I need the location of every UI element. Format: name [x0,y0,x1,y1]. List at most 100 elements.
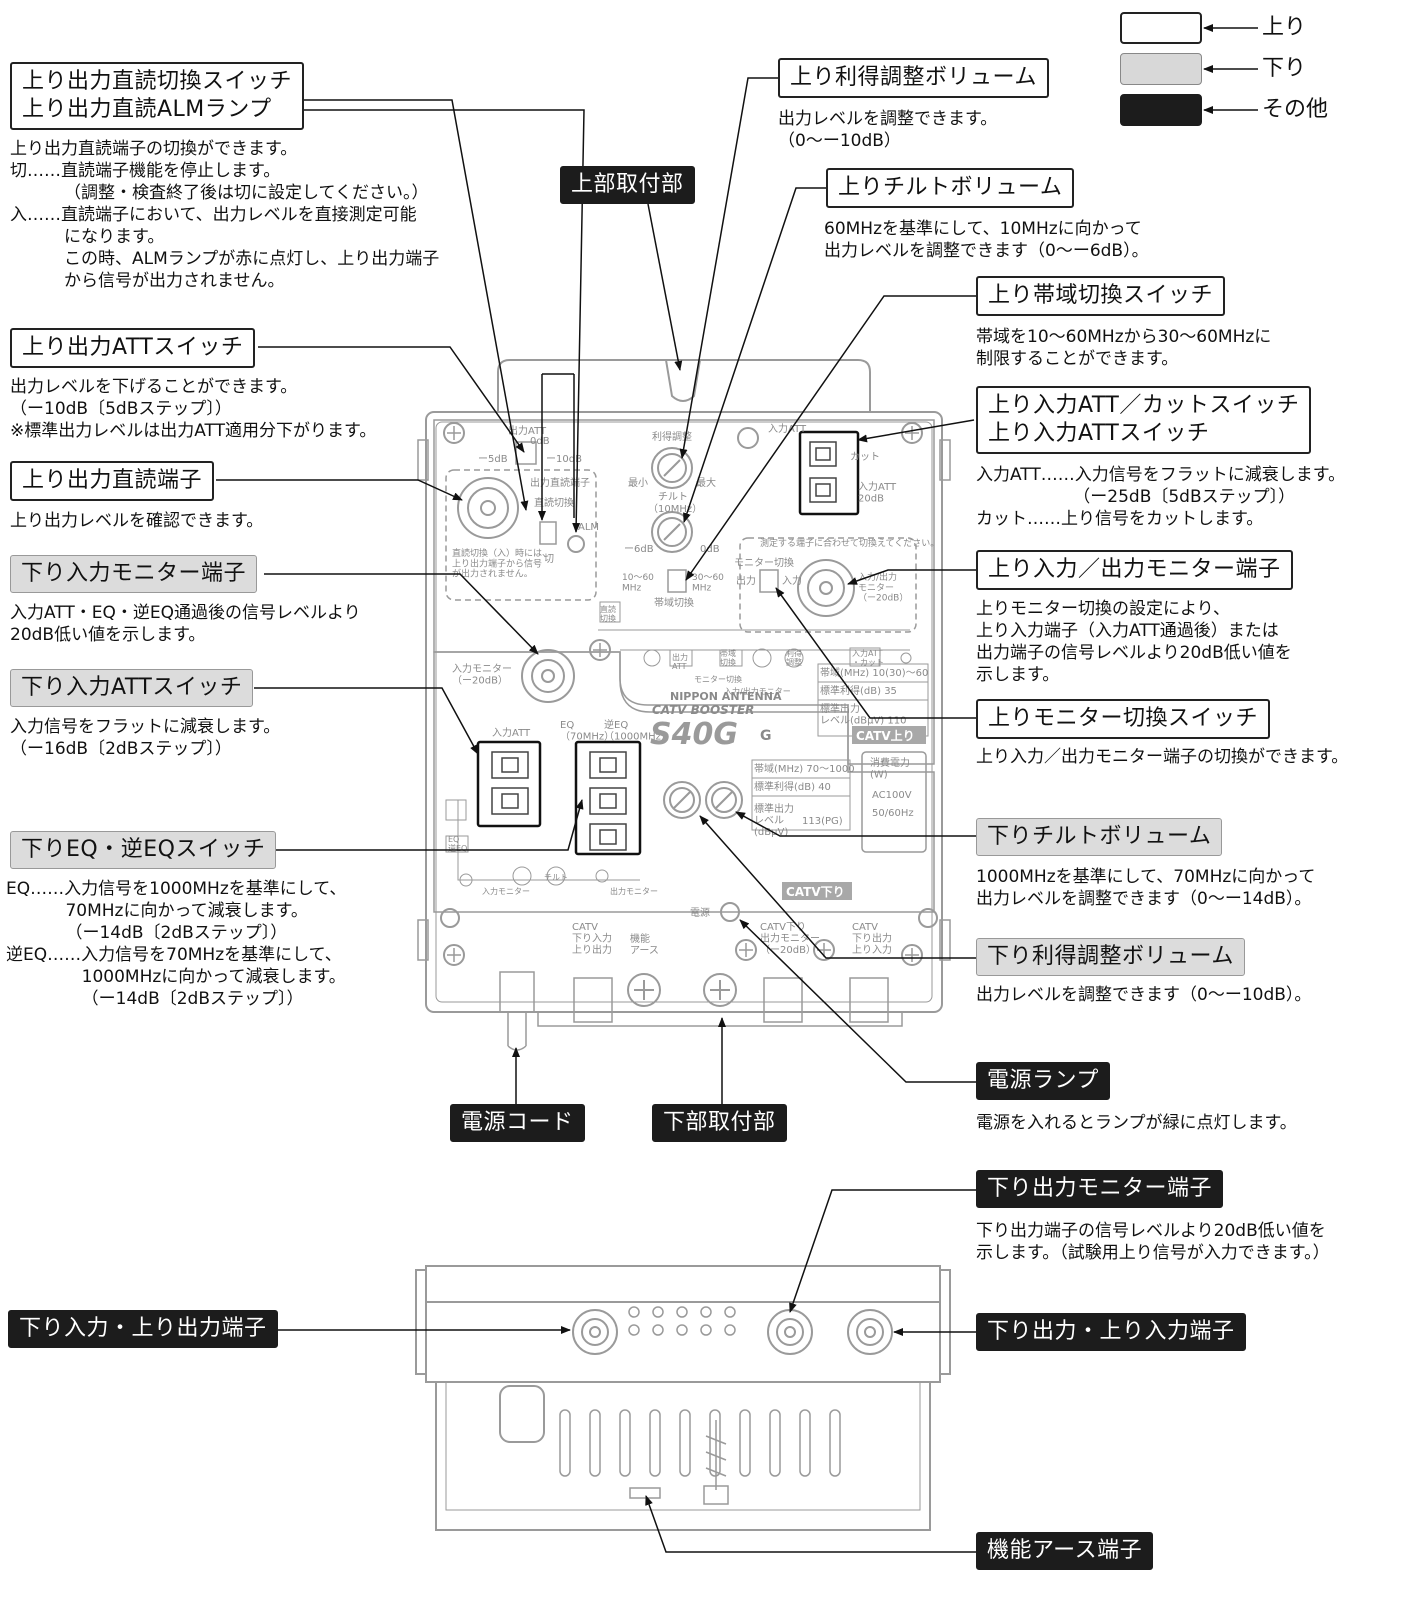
desc-up-band: 帯域を10〜60MHzから30〜60MHzに 制限することができます。 [976,327,1272,369]
label-top-mount: 上部取付部 [560,166,695,204]
device-bottom [415,1265,951,1531]
mark-monitor-switch-2: モニター切換 [694,674,742,684]
mark-off: 切 [544,553,554,565]
mark-zero-db: 0dB [530,436,550,447]
mark-direct-box: 直読切換 [600,604,616,623]
label-up-in-att: 上り入力ATT／カットスイッチ 上り入力ATTスイッチ [976,386,1312,454]
label-up-out-att: 上り出力ATTスイッチ [10,328,256,368]
label-down-out-up-in: 下り出力・上り入力端子 [976,1313,1246,1351]
desc-down-in-att: 入力信号をフラットに減衰します。 （ー16dB〔2dBステップ〕） [10,717,281,759]
mark-spec-out-down-val: 113(PG) [802,816,843,827]
desc-up-monitor-term: 上りモニター切換の設定により、 上り入力端子（入力ATT通過後）または 出力端子… [976,599,1292,685]
mark-zero-short: 0dB [700,544,720,555]
desc-direct-switch: 上り出力直読端子の切換ができます。 切……直読端子機能を停止します。 （調整・検… [10,139,440,291]
mark-in-out-monitor-2: 入力/出力モニター [724,686,791,696]
legend-swatch-down [1120,53,1202,85]
mark-in-att: 入力ATT [768,422,807,435]
mark-spec-gain-up: 標準利得(dB) 35 [820,684,897,697]
mark-gain-adj: 利得調整 [652,430,692,443]
mark-band-box: 帯域切換 [720,648,736,667]
desc-down-tilt: 1000MHzを基準にして、70MHzに向かって 出力レベルを調整できます（0〜… [976,867,1316,909]
mark-tilt: チルト [658,491,688,503]
mark-output: 出力 [736,574,756,587]
mark-spec-band-up: 帯域(MHz) 10(30)〜60 [820,666,928,679]
label-up-gain: 上り利得調整ボリューム [778,58,1049,98]
mark-spec-out-up: 標準出力レベル(dBμV) 110 [820,702,906,727]
mark-power: 電源 [690,906,710,919]
mark-tilt-box: チルト [544,873,568,882]
brand-name: NIPPON ANTENNA [670,690,782,703]
desc-up-tilt: 60MHzを基準にして、10MHzに向かって 出力レベルを調整できます（0〜ー6… [824,219,1149,261]
device-brand: NIPPON ANTENNA CATV BOOSTER S40G G CATV上… [650,690,915,899]
dip-switch-cells [491,441,837,851]
label-down-tilt: 下りチルトボリューム [976,818,1223,856]
mark-minus5: ー5dB [478,454,508,465]
label-down-eq: 下りEQ・逆EQスイッチ [10,831,277,869]
mark-minus6: ー6dB [624,544,654,555]
device-controls [440,422,938,1051]
desc-down-out-monitor: 下り出力端子の信号レベルより20dB低い値を 示します。（試験用上り信号が入力で… [976,1221,1330,1263]
mark-ac100v: AC100V [872,790,912,801]
mark-out-att: 出力ATT [508,424,547,437]
label-up-monitor-switch: 上りモニター切換スイッチ [976,699,1271,739]
mark-spec-band-down: 帯域(MHz) 70〜1000 [754,762,855,775]
mark-in-att-cut: 入力ATT・カット [852,648,884,667]
label-power-lamp: 電源ランプ [976,1062,1110,1100]
label-up-monitor-term: 上り入力／出力モニター端子 [976,550,1293,590]
desc-down-gain: 出力レベルを調整できます（0〜ー10dB）。 [976,985,1312,1005]
label-up-out-direct-term: 上り出力直読端子 [10,461,215,501]
model-suffix: G [760,728,772,744]
model-name: S40G [650,717,738,752]
mark-direct-switch: 直読切換 [534,496,574,509]
mark-in-att-2: 入力ATT [492,726,531,739]
desc-up-out-direct-term: 上り出力レベルを確認できます。 [10,511,264,531]
mark-cut: カット [850,451,880,463]
mark-out-monitor-2: 出力モニター [610,886,658,896]
mark-catv-down-monitor: CATV下り出力モニター（ー20dB） [760,921,820,956]
mark-max: 最大 [696,476,716,489]
mark-freq: 50/60Hz [872,808,914,819]
legend-label-down: 下り [1262,56,1307,81]
mark-alm: ALM [578,522,599,533]
legend-arrows [1203,24,1258,114]
mark-in-monitor-2: 入力モニター [482,886,530,896]
label-bottom-mount: 下部取付部 [652,1104,787,1142]
mark-minus10: ー10dB [546,454,582,465]
desc-up-out-att: 出力レベルを下げることができます。 （ー10dB〔5dBステップ〕） ※標準出力… [10,377,377,441]
legend-label-other: その他 [1262,97,1329,122]
mark-in-monitor: 入力モニター（ー20dB） [452,662,512,687]
section-down: CATV下り [786,885,845,899]
mark-func-ground: 機能アース [630,932,659,957]
label-direct-switch: 上り出力直読切換スイッチ 上り出力直読ALMランプ [10,62,305,130]
desc-down-eq: EQ……入力信号を1000MHzを基準にして、 70MHzに向かって減衰します。… [6,879,347,1009]
label-down-out-monitor: 下り出力モニター端子 [976,1170,1224,1208]
mark-tilt-10: （10MHz） [648,503,702,515]
mark-monitor-switch: モニター切換 [734,557,794,569]
device-texts: 出力ATT 0dB ー5dB ー10dB 利得調整 最小 最大 チルト （10M… [448,422,939,957]
desc-power-lamp: 電源を入れるとランプが緑に点灯します。 [976,1113,1297,1133]
label-up-tilt: 上りチルトボリューム [826,168,1075,208]
desc-up-in-att: 入力ATT……入力信号をフラットに減衰します。 （ー25dB〔5dBステップ〕）… [976,465,1346,529]
label-down-in-att: 下り入力ATTスイッチ [10,669,254,707]
mark-direct-term: 出力直読端子 [530,476,590,489]
legend-swatch-up [1120,12,1202,44]
label-ground-term: 機能アース端子 [976,1532,1154,1570]
mark-spec-out-down: 標準出力レベル(dBμV) [754,802,794,838]
mark-rev-eq: 逆EQ（1000MHz） [604,718,671,743]
mark-gain-box: 利得調整 [786,648,802,667]
leader-lines [216,77,976,1553]
desc-up-monitor-switch: 上り入力／出力モニター端子の切換ができます。 [976,747,1349,767]
mark-min: 最小 [628,477,648,489]
legend-label-up: 上り [1262,15,1307,40]
product-name: CATV BOOSTER [652,703,754,717]
desc-down-in-monitor: 入力ATT・EQ・逆EQ通過後の信号レベルより 20dB低い値を示します。 [10,603,361,645]
label-up-band: 上り帯域切換スイッチ [976,276,1226,316]
mark-spec-gain-down: 標準利得(dB) 40 [754,780,831,793]
mark-input: 入力 [782,574,802,587]
mark-band-switch: 帯域切換 [654,596,694,609]
